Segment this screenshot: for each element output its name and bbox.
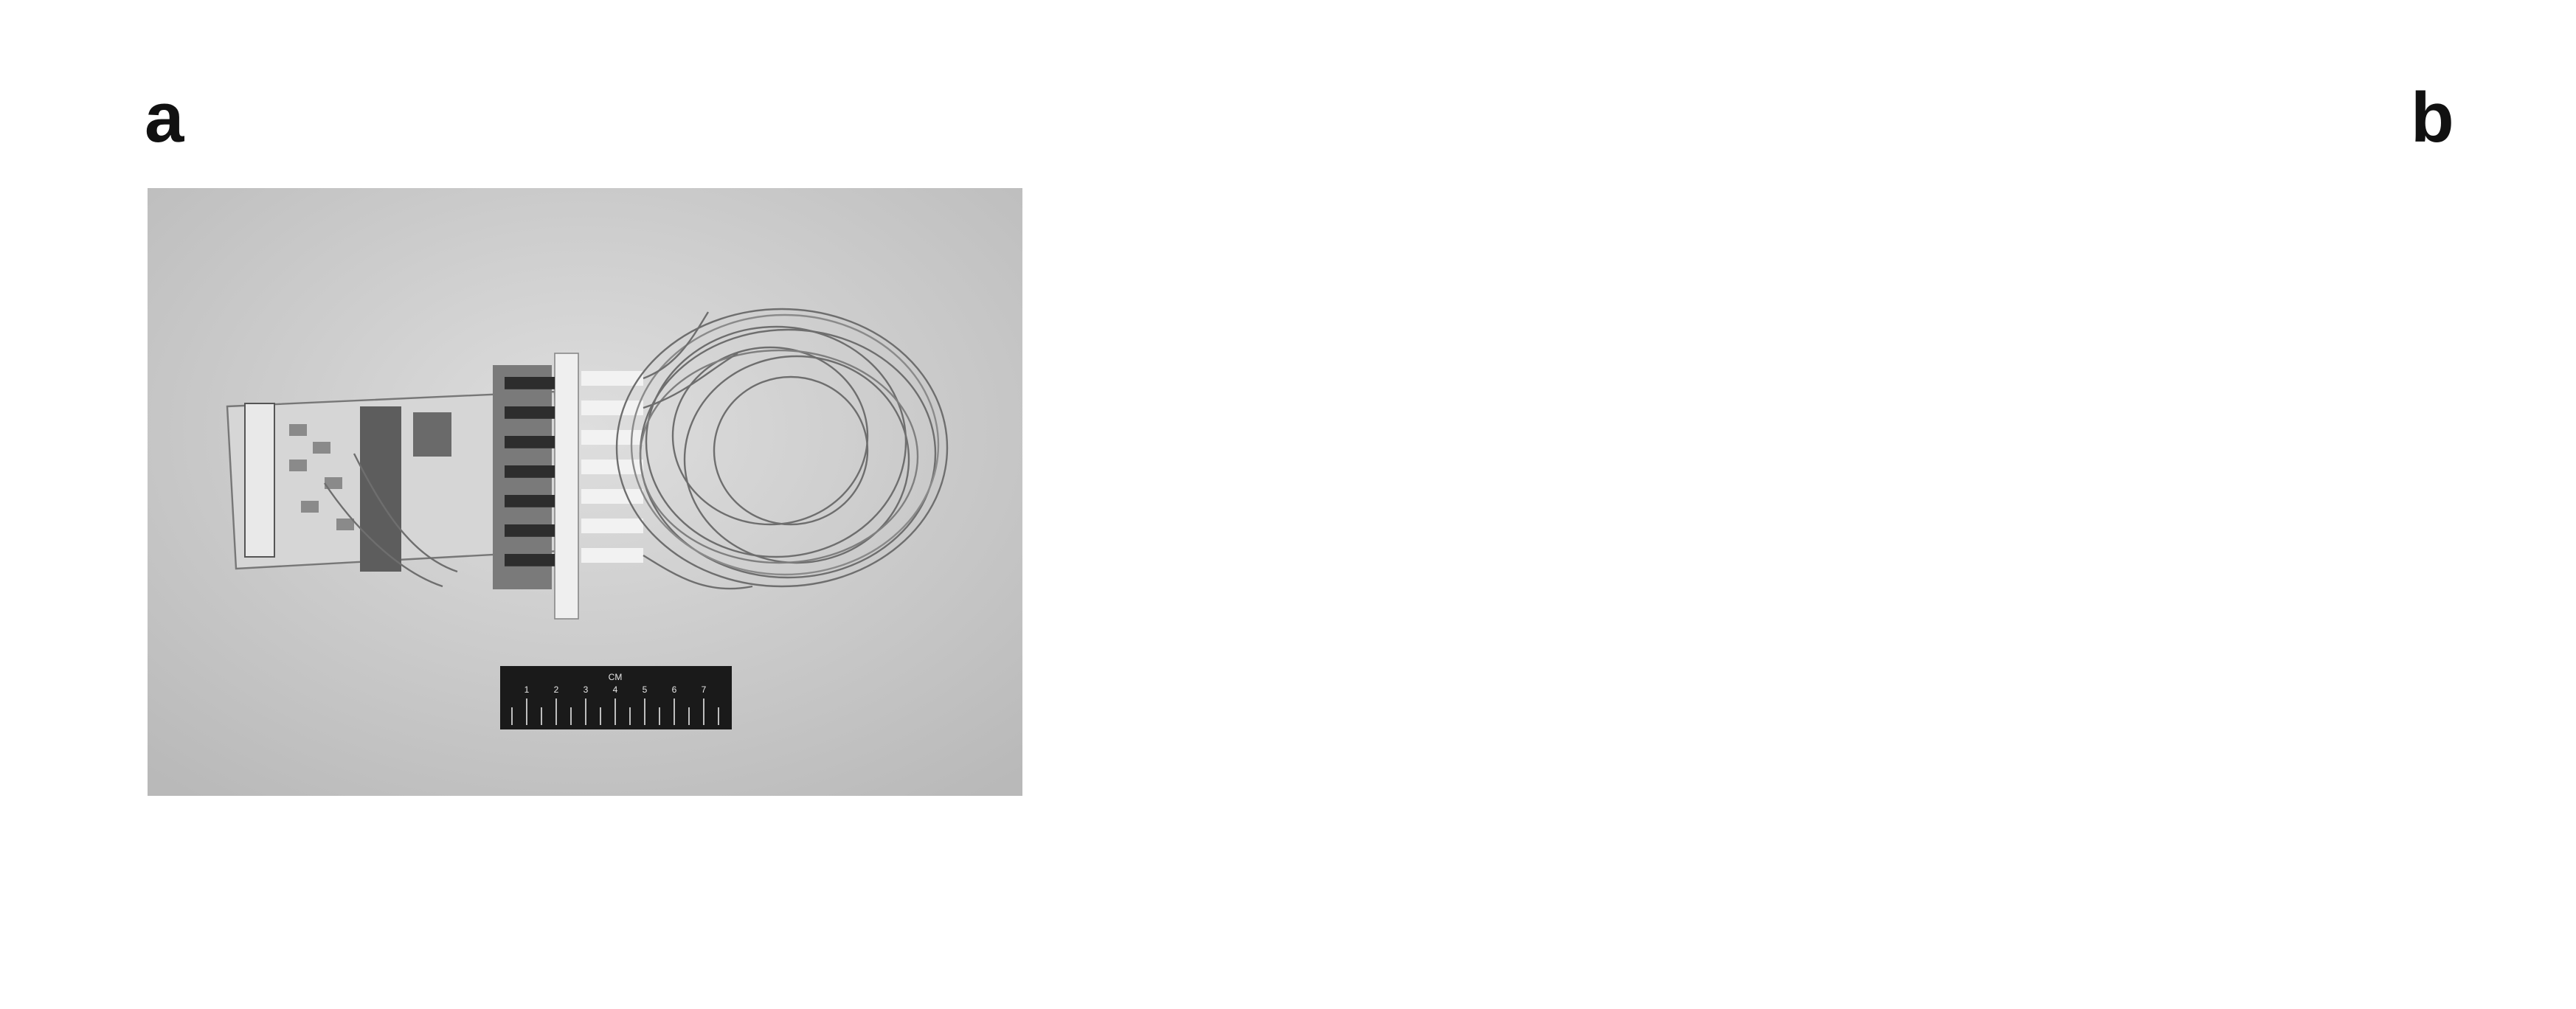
ruler: CM 1 2 3 4 5 6 7	[500, 666, 732, 729]
panel-b-letter: b	[2411, 78, 2454, 157]
fiber-bundle	[324, 308, 949, 590]
ruler-unit-label: CM	[609, 672, 623, 682]
ruler-number: 7	[702, 684, 707, 695]
ruler-number: 2	[554, 684, 559, 695]
panel-a-photo: CM 1 2 3 4 5 6 7	[148, 188, 1022, 796]
ruler-number: 6	[672, 684, 677, 695]
ruler-number: 1	[524, 684, 530, 695]
ruler-number: 5	[643, 684, 648, 695]
ruler-number: 4	[613, 684, 618, 695]
connector-rows	[493, 353, 643, 620]
panel-a-letter: a	[145, 78, 184, 157]
ruler-number: 3	[584, 684, 589, 695]
